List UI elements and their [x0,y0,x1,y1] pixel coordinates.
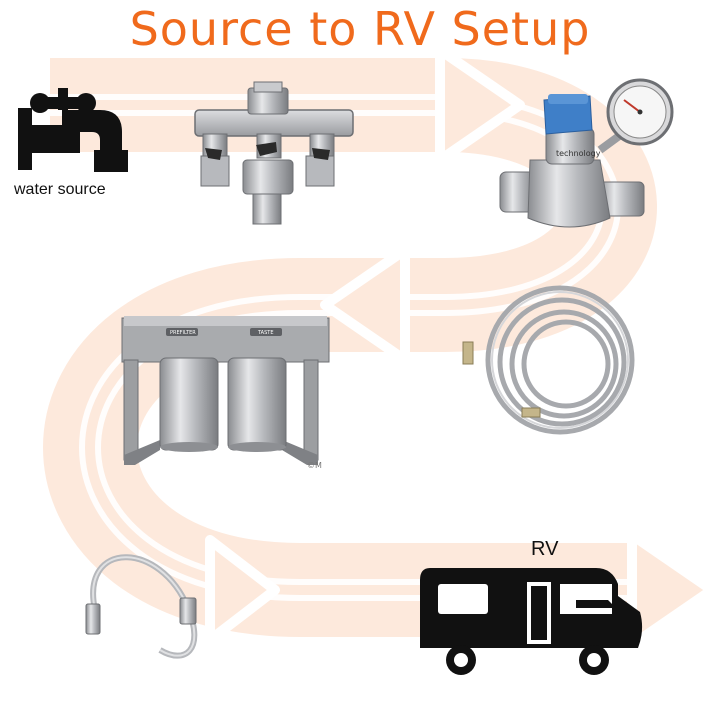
pressure-regulator-gauge-icon: technology [499,78,674,228]
arrowhead-top [435,45,525,165]
arrowhead-middle [320,245,410,365]
filter-left-label: PREFILTER [170,330,196,336]
watermark-text: ©M [307,461,322,470]
short-hose-icon [85,554,198,659]
faucet-icon [18,88,128,172]
page-title: Source to RV Setup [129,2,591,56]
water-source-label: water source [14,181,106,198]
motorhome-icon [420,568,643,675]
regulator-brand-text: technology [556,149,601,158]
rv-label: RV [531,538,559,560]
filter-right-label: TASTE [257,330,273,336]
arrowhead-bottom-mid [205,535,280,645]
dual-canister-filter-icon: PREFILTER TASTE [121,316,330,465]
arrowhead-bottom [627,530,717,650]
coiled-hose-icon [462,285,635,435]
manifold-valve-icon [194,81,354,225]
